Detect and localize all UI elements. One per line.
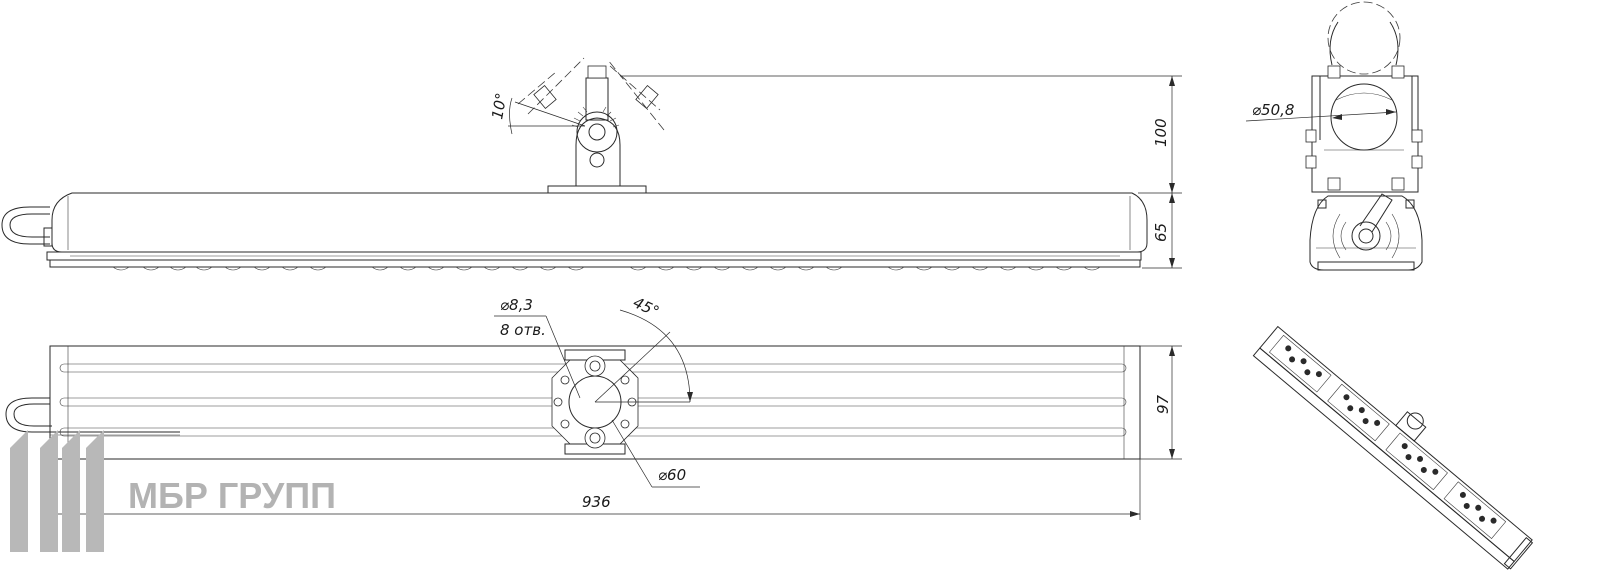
bolt-circle-label: ⌀60 — [658, 466, 686, 484]
hole-diameter-label: ⌀8,3 — [500, 296, 533, 314]
company-logo — [10, 430, 104, 552]
height-top-label: 100 — [1152, 118, 1170, 147]
width-label: 97 — [1154, 394, 1172, 414]
isometric-view — [1252, 325, 1534, 570]
front-view: 10° 100 65 — [1, 57, 1182, 271]
hole-angle-label: 45° — [630, 293, 662, 321]
hole-count-label: 8 отв. — [500, 321, 546, 339]
tilt-angle-label: 10° — [488, 91, 510, 120]
length-label: 936 — [582, 493, 611, 511]
height-body-label: 65 — [1152, 223, 1170, 242]
tube-diameter-label: ⌀50,8 — [1252, 101, 1294, 119]
side-view: ⌀50,8 — [1245, 1, 1423, 271]
company-logo-text: МБР ГРУПП — [128, 475, 336, 516]
